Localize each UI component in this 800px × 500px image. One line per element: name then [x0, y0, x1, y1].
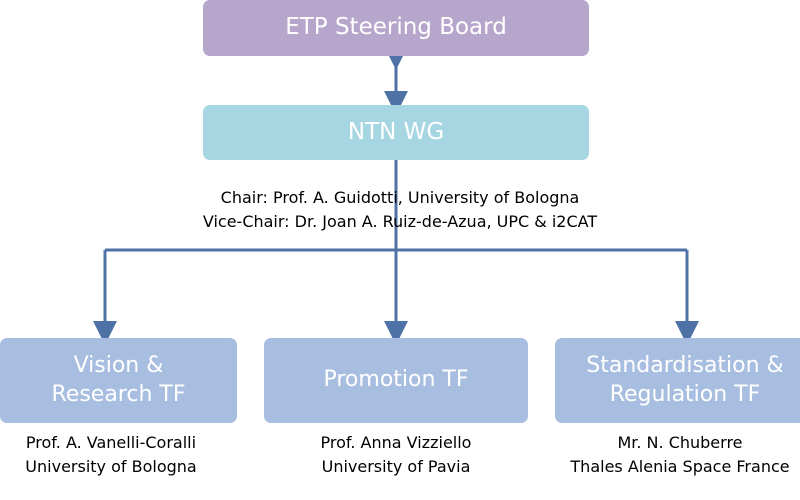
vice-chair-text: Vice-Chair: Dr. Joan A. Ruiz-de-Azua, UP…	[202, 212, 598, 231]
tf-label-line1: Standardisation &	[586, 352, 784, 378]
chair-text: Chair: Prof. A. Guidotti, University of …	[220, 188, 580, 207]
vision-research-tf-box: Vision & Research TF	[0, 338, 237, 423]
tf-label-line2: Regulation TF	[609, 381, 761, 407]
lead-affiliation: University of Bologna	[25, 457, 197, 476]
standardisation-tf-lead: Mr. N. Chuberre Thales Alenia Space Fran…	[540, 431, 800, 479]
lead-affiliation: University of Pavia	[321, 457, 471, 476]
working-group-box: NTN WG	[203, 105, 589, 160]
tf-label-line1: Vision &	[73, 352, 164, 378]
promotion-tf-lead: Prof. Anna Vizziello University of Pavia	[269, 431, 523, 479]
steering-board-label: ETP Steering Board	[285, 14, 507, 41]
working-group-label: NTN WG	[347, 118, 445, 145]
promotion-tf-box: Promotion TF	[264, 338, 528, 423]
lead-name: Prof. A. Vanelli-Coralli	[25, 433, 197, 452]
lead-affiliation: Thales Alenia Space France	[570, 457, 790, 476]
lead-name: Mr. N. Chuberre	[617, 433, 743, 452]
tf-label-line2: Research TF	[51, 381, 186, 407]
steering-board-box: ETP Steering Board	[203, 0, 589, 56]
standardisation-regulation-tf-box: Standardisation & Regulation TF	[555, 338, 800, 423]
tf-label-line1: Promotion TF	[323, 367, 469, 393]
vision-tf-lead: Prof. A. Vanelli-Coralli University of B…	[0, 431, 222, 479]
wg-leadership: Chair: Prof. A. Guidotti, University of …	[150, 186, 650, 234]
lead-name: Prof. Anna Vizziello	[320, 433, 472, 452]
